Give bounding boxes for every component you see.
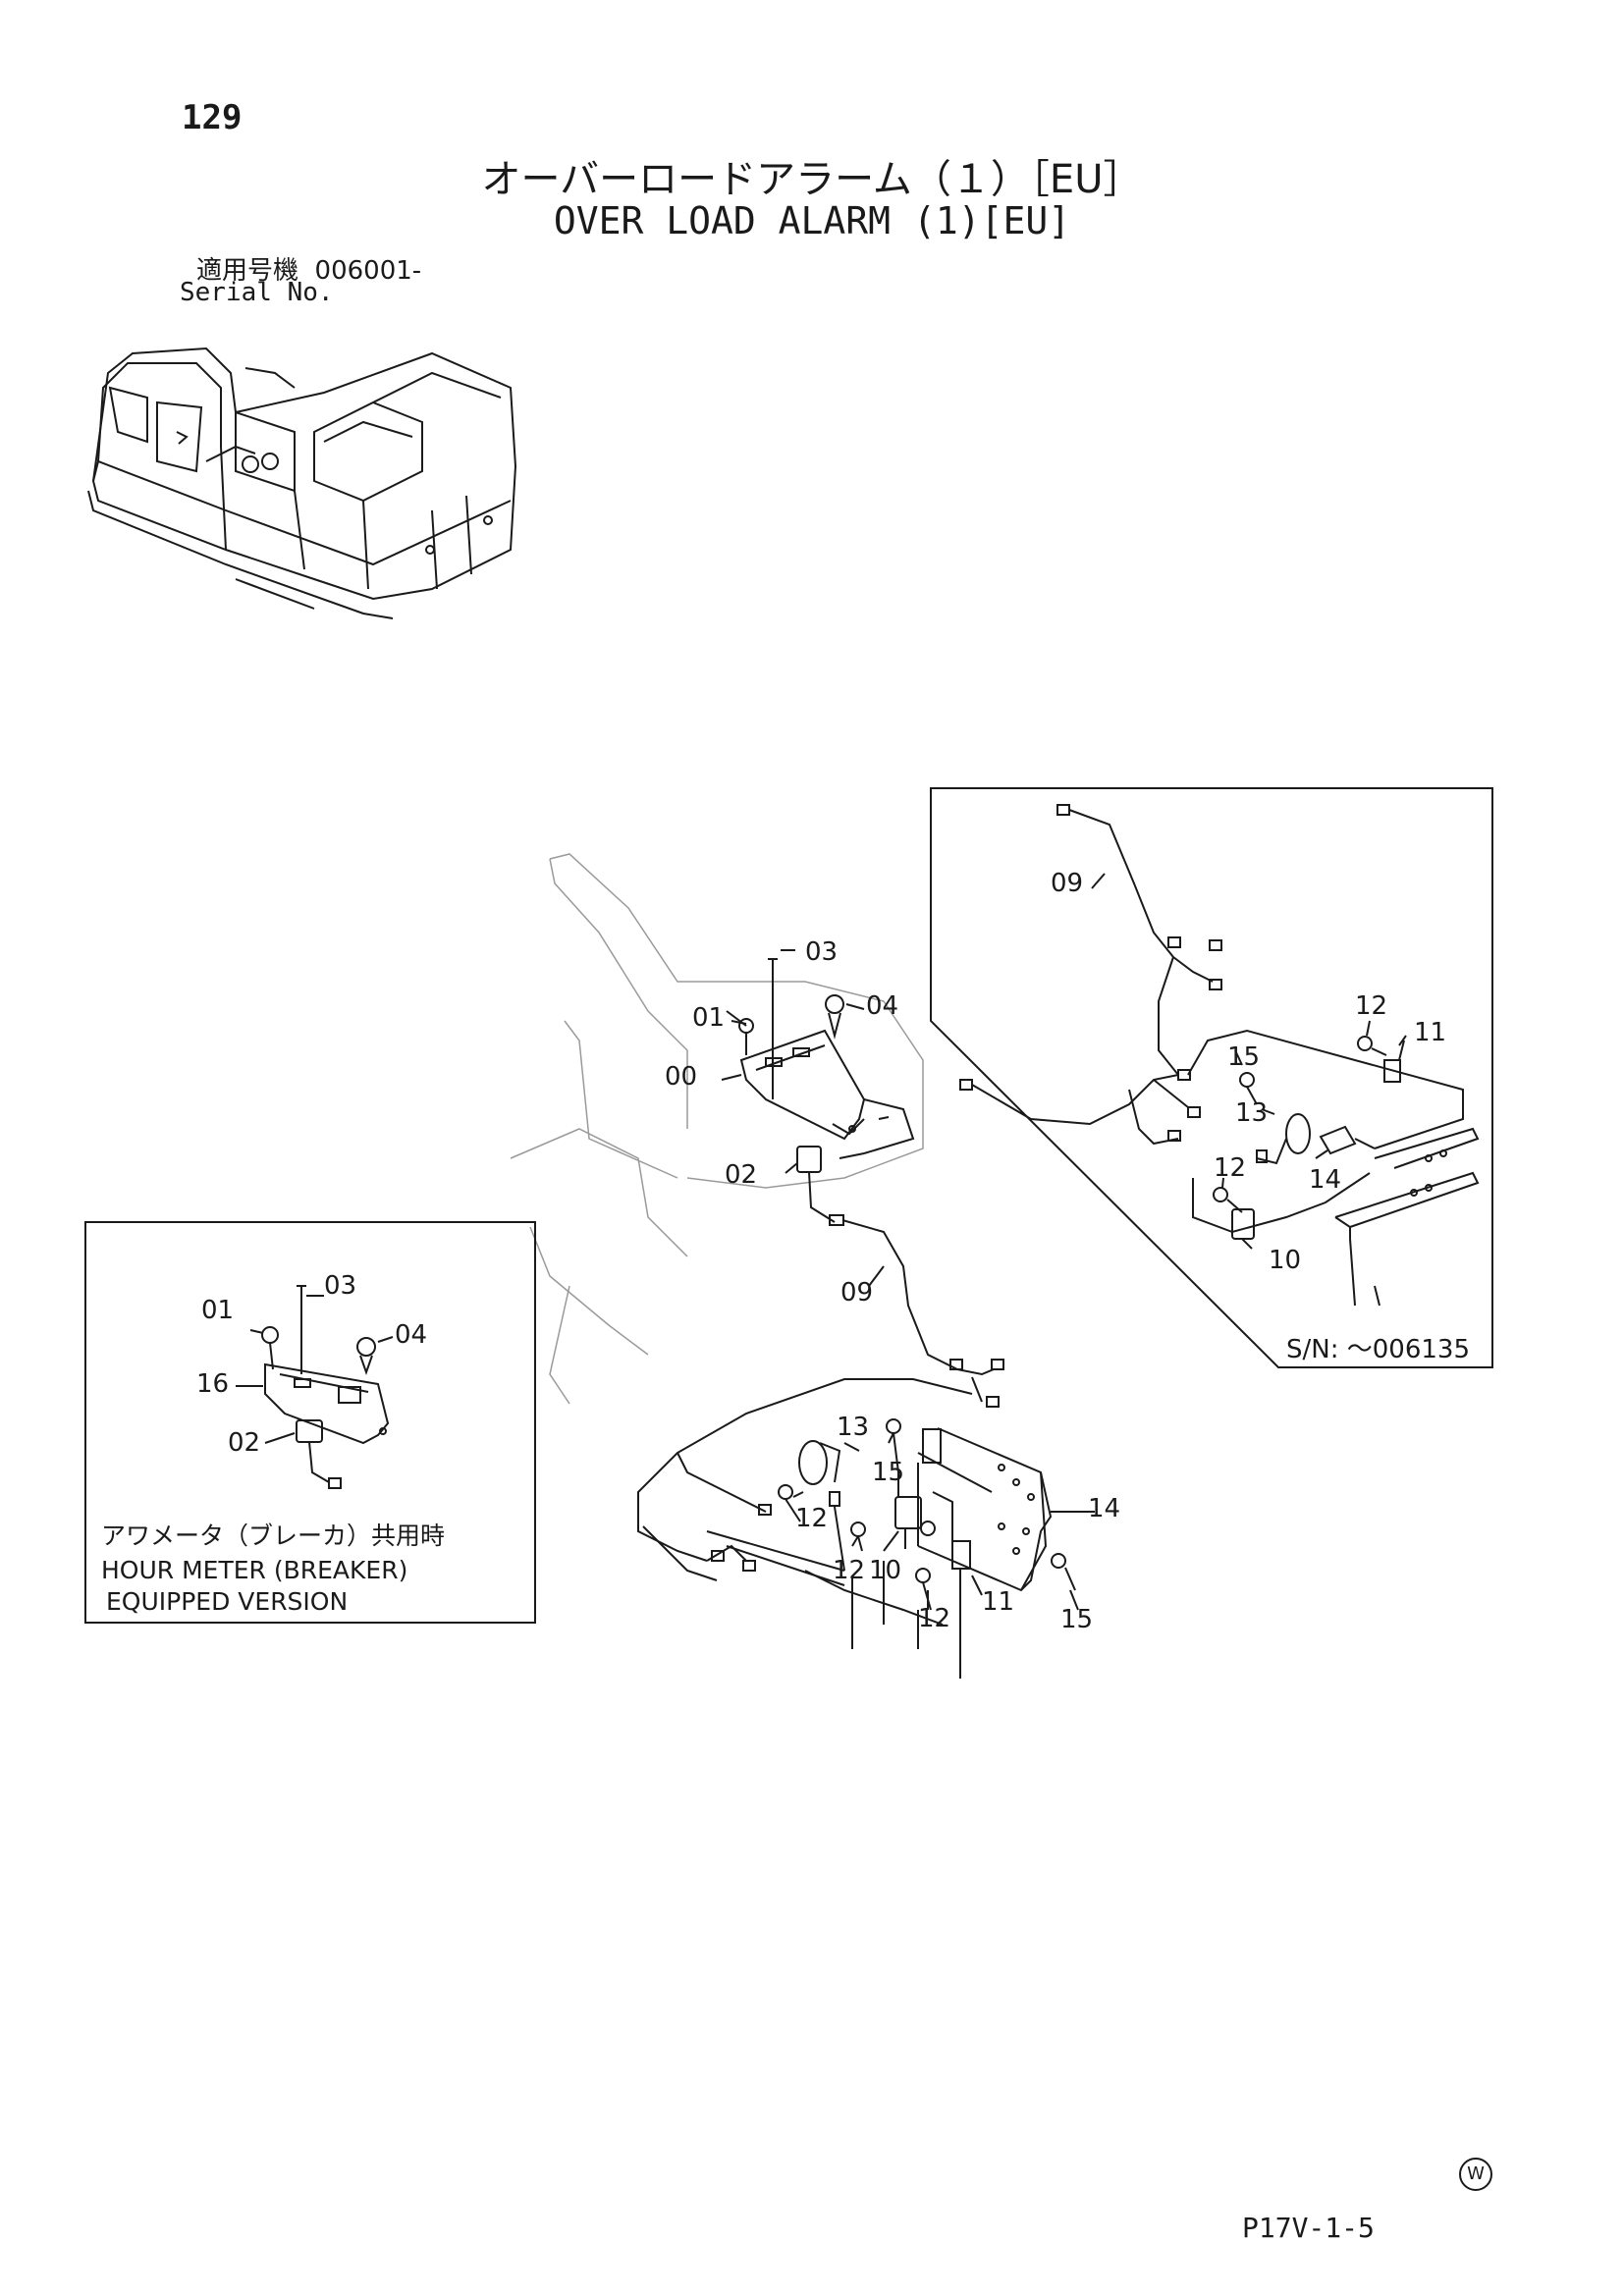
inset-right-callouts: 09 12 11 15 13 14 12 10 S/N: ～006135 — [1051, 869, 1470, 1364]
inset-right-box — [930, 787, 1493, 1368]
callout-03-main: 03 — [805, 937, 838, 967]
serial-start-value: 006001- — [314, 256, 422, 286]
callout-15-main-b: 15 — [1060, 1605, 1093, 1634]
page-title-japanese: オーバーロードアラーム（１）［EU］ — [481, 157, 1143, 202]
callout-01-main: 01 — [692, 1003, 725, 1033]
callout-09-main: 09 — [840, 1278, 873, 1308]
callout-09-inset: 09 — [1051, 869, 1083, 898]
figure-code: P17V-1-5 — [1242, 2212, 1375, 2244]
console-background-outline — [510, 853, 924, 1405]
inset-left-note-jp: アワメータ（ブレーカ）共用時 — [101, 1522, 445, 1550]
callout-13-inset: 13 — [1235, 1098, 1268, 1128]
callout-04-main: 04 — [866, 991, 898, 1021]
callout-16-inset-left: 16 — [196, 1369, 229, 1399]
callout-10-main: 10 — [869, 1556, 901, 1585]
callout-13-main: 13 — [837, 1413, 869, 1442]
callout-12-main-b: 12 — [833, 1556, 865, 1585]
callout-02-inset-left: 02 — [228, 1428, 260, 1458]
callout-02-main: 02 — [725, 1160, 757, 1190]
callout-01-inset-left: 01 — [201, 1296, 234, 1325]
inset-left-box — [84, 1221, 536, 1624]
callout-12-inset-b: 12 — [1214, 1153, 1246, 1183]
main-wire-harness — [637, 1146, 1004, 1581]
callout-15-inset: 15 — [1227, 1042, 1260, 1072]
page-number: 129 — [182, 98, 243, 137]
serial-label-jp-text: 適用号機 — [196, 256, 299, 286]
alarm-plate-assembly — [706, 1418, 1076, 1679]
main-bracket-assembly — [726, 958, 915, 1159]
callout-14-main: 14 — [1088, 1494, 1120, 1523]
callout-11-inset: 11 — [1414, 1018, 1446, 1047]
callout-10-inset: 10 — [1269, 1246, 1301, 1275]
callout-14-inset: 14 — [1309, 1165, 1341, 1195]
inset-left-note-en-2: EQUIPPED VERSION — [106, 1587, 348, 1616]
excavator-overview-image — [87, 347, 517, 619]
serial-label-japanese: 適用号機 006001- — [196, 250, 421, 287]
main-callouts: 03 01 04 00 02 09 13 15 12 14 12 10 15 1… — [665, 937, 1120, 1634]
inset-serial-note: S/N: ～006135 — [1286, 1335, 1470, 1364]
page-title-english: OVER LOAD ALARM (1)[EU] — [553, 199, 1071, 242]
callout-12-main-c: 12 — [918, 1604, 950, 1633]
inset-left-note-en-1: HOUR METER (BREAKER) — [101, 1556, 407, 1584]
callout-15-main: 15 — [872, 1458, 904, 1487]
watermark-logo: W — [1459, 2158, 1492, 2191]
serial-label-english: Serial No. — [180, 278, 334, 307]
callout-12-main: 12 — [795, 1504, 828, 1533]
callout-00-main: 00 — [665, 1062, 697, 1092]
callout-03-inset-left: 03 — [324, 1271, 356, 1301]
callout-11-main: 11 — [982, 1587, 1014, 1617]
inset-left-callouts: 01 03 04 16 02 アワメータ（ブレーカ）共用時 HOUR METER… — [101, 1271, 445, 1616]
callout-04-inset-left: 04 — [395, 1320, 427, 1350]
main-leader-lines — [721, 949, 1095, 1611]
callout-12-inset: 12 — [1355, 991, 1387, 1021]
